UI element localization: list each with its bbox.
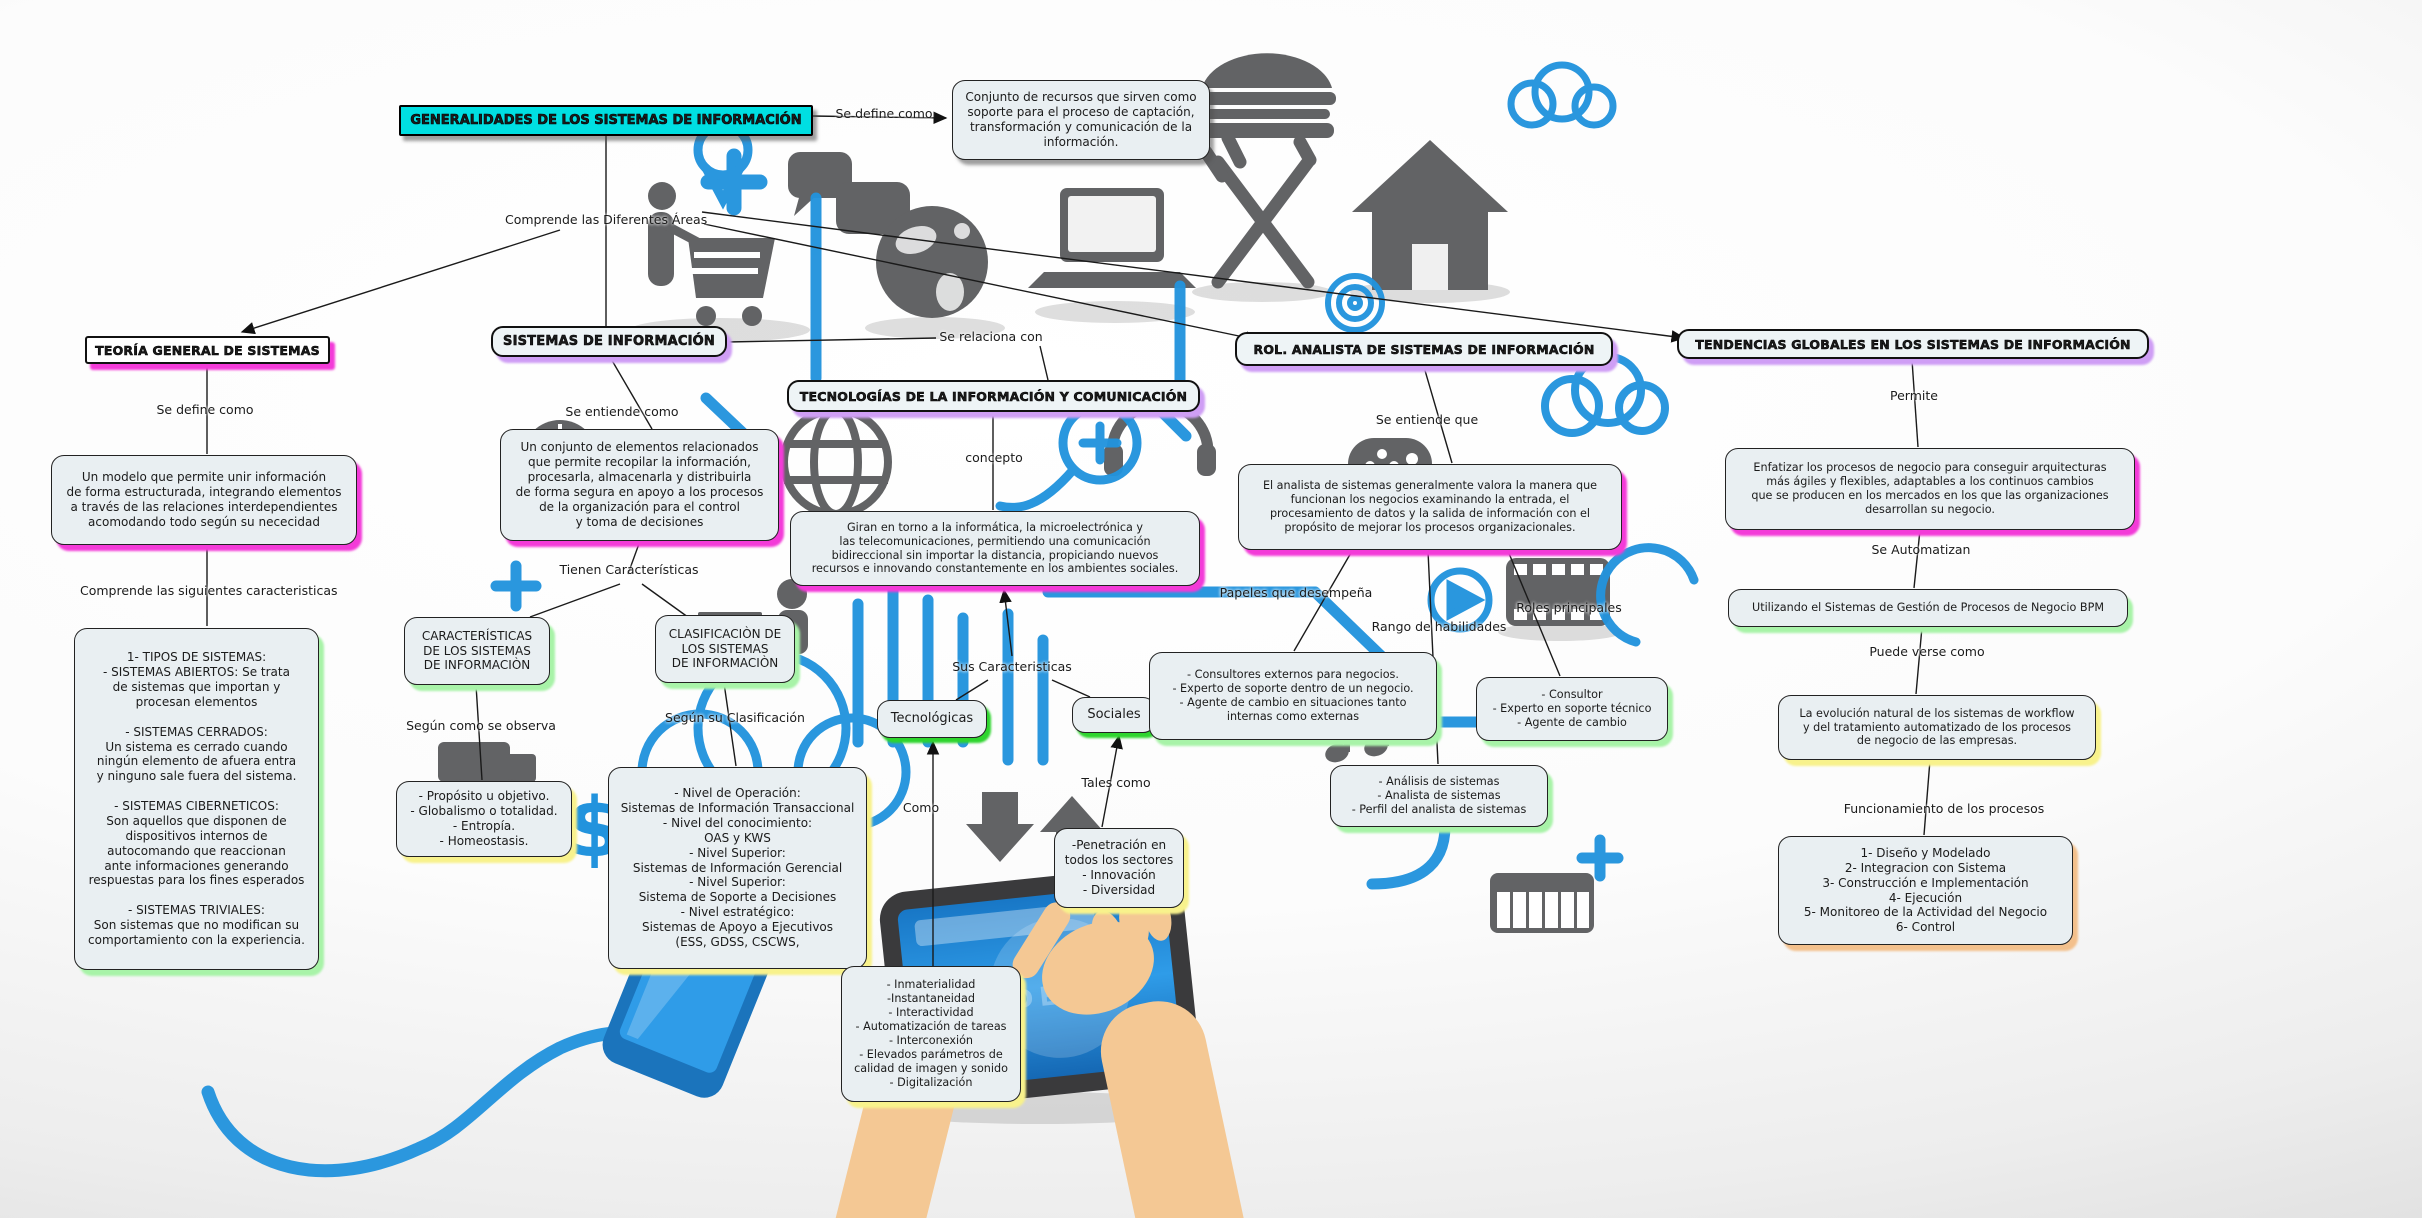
plus-sign-icon <box>490 560 542 612</box>
edge-label-segun-como-se-observa: Según como se observa <box>406 718 556 733</box>
cloud-icon <box>1596 543 1699 647</box>
edge-label-comprende-caracteristicas: Comprende las siguientes caracteristicas <box>80 583 338 598</box>
edge-label-permite: Permite <box>1890 388 1938 403</box>
caracteristicas-si-node: CARACTERÍSTICAS DE LOS SISTEMAS DE INFOR… <box>404 617 550 685</box>
chat-bubbles-icon <box>788 152 910 252</box>
edge-label-tienen-caracteristicas: Tienen Características <box>559 562 699 577</box>
edge-label-roles: Roles principales <box>1516 600 1622 615</box>
heading-sistemas-informacion: SISTEMAS DE INFORMACIÓN <box>491 326 727 357</box>
edge-label-se-entiende-como: Se entiende como <box>565 404 679 419</box>
edge-label-tales-como: Tales como <box>1081 775 1151 790</box>
heading-teoria-general: TEORÍA GENERAL DE SISTEMAS <box>85 336 330 364</box>
root-topic: GENERALIDADES DE LOS SISTEMAS DE INFORMA… <box>399 105 813 136</box>
tecnologicas-lista-box: - Inmaterialidad -Instantaneidad - Inter… <box>841 966 1021 1102</box>
edge-label-se-define-como: Se define como <box>835 106 933 121</box>
root-definition-box: Conjunto de recursos que sirven como sop… <box>952 80 1210 160</box>
target-icon <box>1325 273 1385 333</box>
rol-definicion-box: El analista de sistemas generalmente val… <box>1238 464 1622 550</box>
edge-label-se-automatizan: Se Automatizan <box>1871 542 1971 557</box>
teoria-definicion-box: Un modelo que permite unir información d… <box>51 455 357 545</box>
shopping-cart-icon <box>648 182 775 326</box>
edge-label-concepto: concepto <box>965 450 1023 465</box>
tendencias-permite-box: Enfatizar los procesos de negocio para c… <box>1725 448 2135 530</box>
edge-label-teoria-se-define: Se define como <box>156 402 254 417</box>
sociales-lista-box: -Penetración en todos los sectores - Inn… <box>1054 828 1184 908</box>
edge-label-funcionamiento: Funcionamiento de los procesos <box>1843 801 2045 816</box>
caracteristicas-lista-box: - Propósito u objetivo. - Globalismo o t… <box>396 781 572 857</box>
edge-label-se-relaciona-con: Se relaciona con <box>939 329 1043 344</box>
tecnologicas-node: Tecnológicas <box>877 700 987 738</box>
piano-icon <box>1490 873 1594 933</box>
heading-rol-analista: ROL. ANALISTA DE SISTEMAS DE INFORMACIÓN <box>1235 332 1613 366</box>
teoria-tipos-box: 1- TIPOS DE SISTEMAS: - SISTEMAS ABIERTO… <box>74 628 319 970</box>
edge-label-papeles: Papeles que desempeña <box>1219 585 1373 600</box>
edge-label-rango: Rango de habilidades <box>1371 619 1507 634</box>
edge-label-puede-verse-como: Puede verse como <box>1869 644 1985 659</box>
bpm-box: Utilizando el Sistemas de Gestión de Pro… <box>1728 589 2128 627</box>
plus-sign-icon <box>1576 834 1624 882</box>
procesos-lista-box: 1- Diseño y Modelado 2- Integracion con … <box>1778 836 2073 945</box>
wavy-line <box>201 1026 655 1178</box>
heading-tendencias-globales: TENDENCIAS GLOBALES EN LOS SISTEMAS DE I… <box>1677 329 2149 359</box>
papeles-lista-box: - Consultores externos para negocios. - … <box>1149 652 1437 740</box>
cloud-icon <box>1507 61 1617 129</box>
tic-concepto-box: Giran en torno a la informática, la micr… <box>790 511 1200 586</box>
clasificacion-si-node: CLASIFICACIÒN DE LOS SISTEMAS DE INFORMA… <box>655 615 795 683</box>
house-icon <box>1352 140 1508 290</box>
sociales-node: Sociales <box>1072 697 1156 733</box>
edge-label-se-entiende-que: Se entiende que <box>1375 412 1479 427</box>
cutlery-icon <box>1199 131 1317 289</box>
down-arrow-icon <box>966 792 1034 862</box>
clasificacion-lista-box: - Nivel de Operación: Sistemas de Inform… <box>608 767 867 969</box>
edge-label-segun-su-clasificacion: Según su Clasificación <box>665 710 805 725</box>
roles-lista-box: - Consultor - Experto en soporte técnico… <box>1476 677 1668 741</box>
rango-lista-box: - Análisis de sistemas - Analista de sis… <box>1330 765 1548 827</box>
sistemas-definicion-box: Un conjunto de elementos relacionados qu… <box>500 429 779 541</box>
edge-label-sus-caracteristicas: Sus Caracteristicas <box>952 659 1072 674</box>
edge-label-comprende-areas: Comprende las Diferentes Áreas <box>505 212 708 227</box>
workflow-box: La evolución natural de los sistemas de … <box>1778 695 2096 760</box>
heading-tic: TECNOLOGÍAS DE LA INFORMACIÓN Y COMUNICA… <box>787 380 1200 412</box>
laptop-icon <box>1028 188 1196 288</box>
edge-label-como: Como <box>902 800 940 815</box>
hamburger-icon <box>1196 53 1336 138</box>
